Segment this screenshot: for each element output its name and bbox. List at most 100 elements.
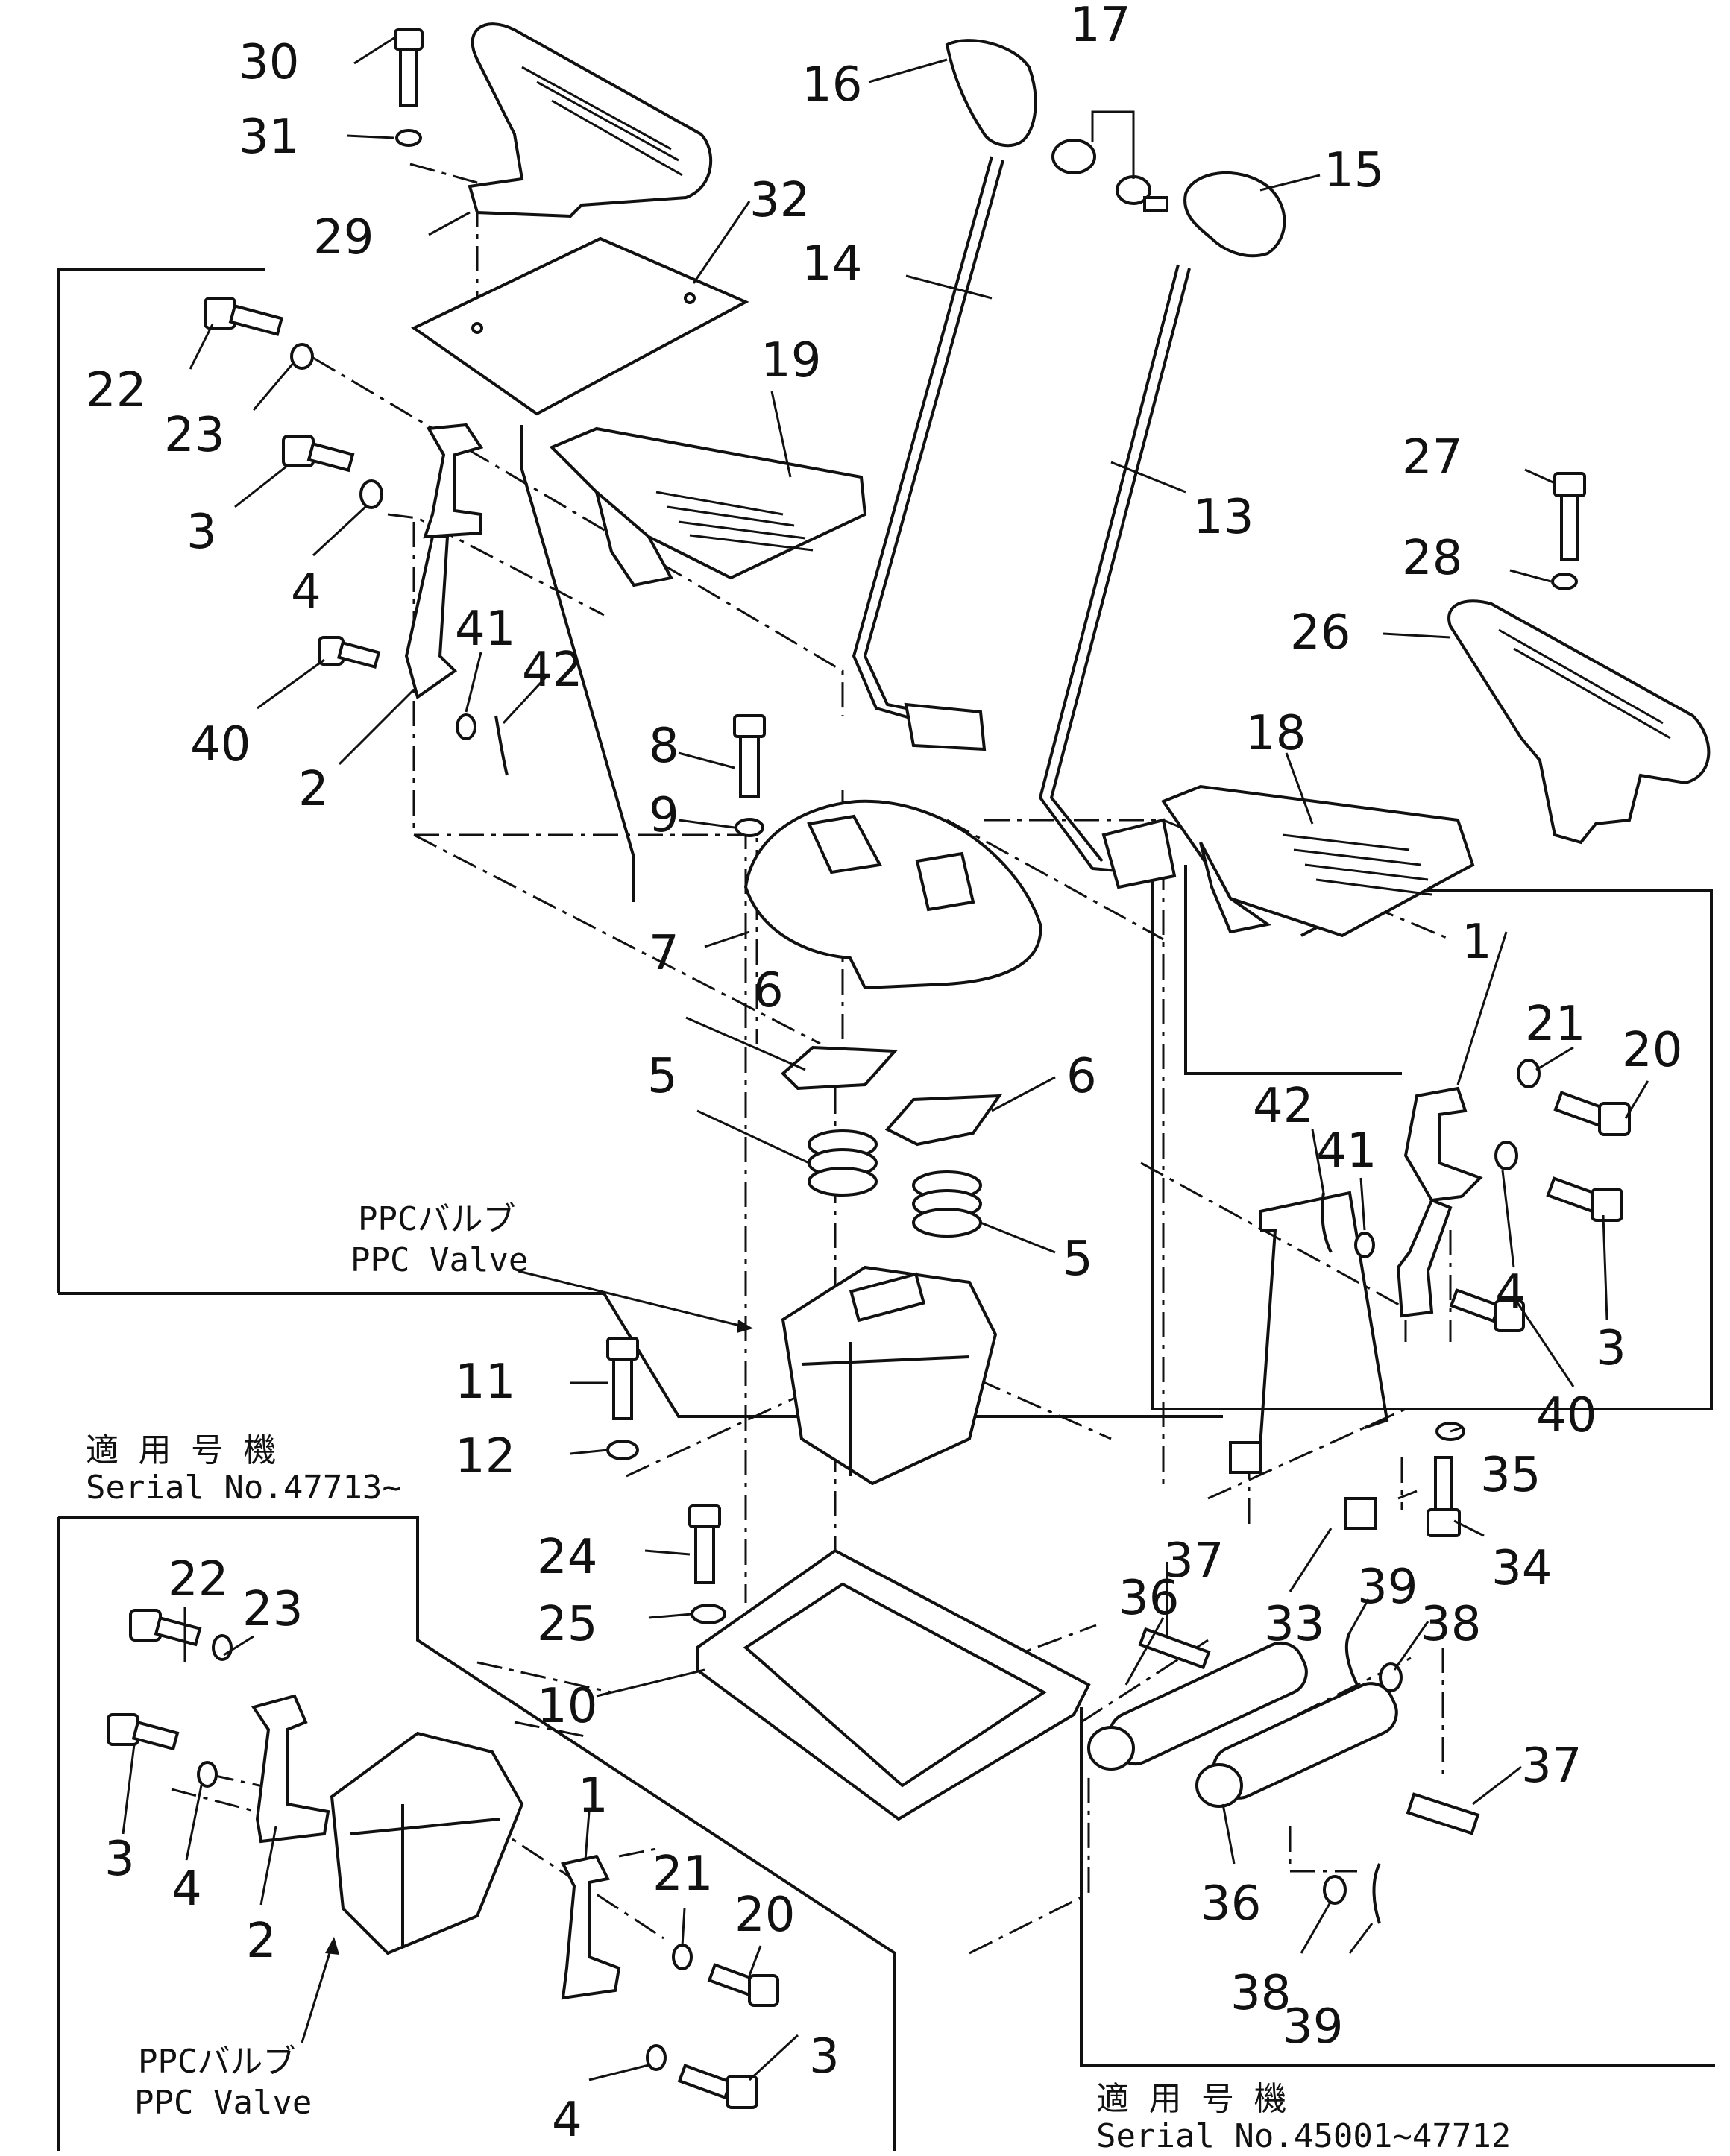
washer-4 [359,479,383,509]
part-number: 39 [1357,1560,1418,1615]
part-number: 21 [1525,997,1585,1052]
ppc-valve-label-en: PPC Valve [350,1241,528,1279]
washer-31 [395,129,422,147]
screws-17 [1051,139,1168,212]
part-number: 18 [1245,706,1306,761]
part-number: 35 [1480,1448,1541,1503]
part-number: 30 [239,35,299,90]
inset-washer-4 [197,1761,218,1788]
inset-washer-23 [212,1634,233,1661]
inset-bolt-22 [129,1609,202,1647]
part-number: 3 [104,1832,135,1887]
part-number: 38 [1230,1966,1291,2021]
part-number: 20 [735,1888,795,1943]
part-number: 3 [1596,1321,1626,1376]
knob-15 [1183,171,1286,258]
pin-37-upper [1138,1627,1211,1670]
part-number: 5 [647,1049,678,1104]
part-number: 4 [1495,1265,1526,1320]
leader-lines [122,36,1649,2081]
serial-note-jp: 適 用 号 機 [1096,2080,1286,2118]
part-number: 8 [649,719,679,774]
serial-note-right: 適 用 号 機 Serial No.45001~47712 [1096,2080,1511,2155]
plate-10 [696,1548,1091,1821]
part-number: 42 [1253,1079,1313,1134]
right-lever-cover-26 [1447,599,1711,845]
part-number: 33 [1264,1597,1324,1652]
ppc-valve-main [781,1265,998,1486]
part-number: 1 [1462,915,1492,970]
ppc-valve-callout-main: PPCバルブ PPC Valve [350,1200,528,1279]
plate-32 [411,236,749,416]
boot-cover-7 [743,799,1042,990]
part-number: 42 [522,643,582,698]
knob-16 [945,39,1037,148]
serial-note-en: Serial No.47713~ [86,1469,402,1507]
part-number: 2 [246,1914,277,1969]
cover-6-right [884,1094,1002,1147]
bolt-11 [606,1337,639,1420]
inset-washer-4-right [646,2044,667,2071]
part-number: 23 [242,1582,303,1637]
part-number: 28 [1402,531,1462,586]
cotter-42 [494,715,509,776]
part-number: 31 [239,110,299,165]
part-number: 10 [537,1679,597,1734]
part-number: 38 [1421,1597,1481,1652]
part-number: 14 [802,236,862,291]
bolt-24 [688,1504,721,1584]
ppc-valve-label-en: PPC Valve [134,2084,312,2122]
part-number: 22 [86,363,146,418]
part-number: 37 [1163,1534,1224,1589]
part-number: 36 [1119,1571,1179,1626]
part-number: 4 [172,1862,202,1917]
part-number: 34 [1491,1541,1552,1596]
part-number: 13 [1193,490,1254,545]
ppc-valve-label-jp: PPCバルブ [358,1200,515,1238]
part-number: 4 [291,564,321,620]
serial-note-jp: 適 用 号 機 [86,1431,276,1469]
spring-5-right [912,1170,982,1238]
part-number: 3 [809,2029,840,2084]
part-number: 4 [552,2093,582,2148]
part-number: 5 [1063,1232,1093,1287]
part-number: 22 [168,1552,228,1607]
cotter-39-upper [1344,1632,1359,1686]
washer-9 [735,818,764,837]
part-number: 12 [455,1429,515,1484]
serial-note-en: Serial No.45001~47712 [1096,2117,1511,2155]
left-lever-cover-29 [468,22,713,218]
part-number: 17 [1070,0,1130,53]
part-number: 19 [761,333,821,388]
bolt-8 [733,714,766,798]
pin-37-lower [1406,1792,1480,1835]
cotter-39-lower [1372,1863,1381,1924]
part-number: 6 [1066,1049,1097,1104]
part-number: 15 [1324,143,1384,198]
ppc-valve-inset [330,1731,524,1955]
bolt-40-right [1449,1288,1525,1332]
cotter-42-right [1321,1192,1333,1253]
inset-frame-outline [57,1516,1715,2151]
pedal-18 [1160,784,1475,938]
part-number: 40 [1536,1388,1597,1443]
washer-4-right [1494,1141,1518,1170]
lever-arm-2 [404,423,484,700]
bolt-3-right [1546,1176,1623,1222]
washer-21 [1517,1059,1541,1088]
part-number: 39 [1283,1999,1343,2055]
part-number: 11 [455,1355,515,1410]
washer-23 [290,343,314,370]
bolt-27 [1553,472,1586,561]
washer-41 [456,713,476,740]
washer-38-lower [1323,1875,1347,1905]
part-number: 25 [537,1597,597,1652]
part-number: 40 [190,717,251,772]
washer-25 [691,1604,726,1624]
part-number: 7 [649,926,679,981]
part-number: 21 [652,1847,713,1902]
bolt-40 [318,636,381,669]
bolt-20 [1553,1091,1631,1136]
bolt-30 [394,28,424,107]
